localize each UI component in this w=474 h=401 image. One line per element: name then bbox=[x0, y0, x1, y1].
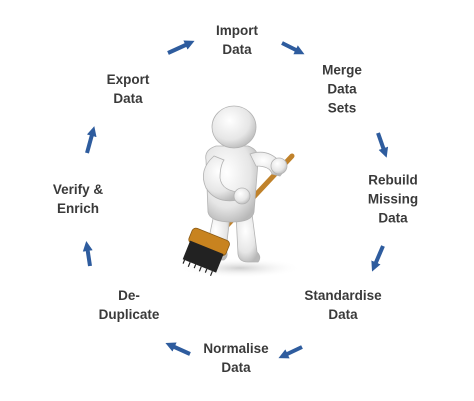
arrow-export-to-import bbox=[167, 40, 195, 55]
arrow-import-to-merge bbox=[281, 41, 305, 55]
arrow-standardise-to-normalise bbox=[278, 345, 303, 359]
step-rebuild-missing-data: Rebuild Missing Data bbox=[367, 172, 419, 226]
step-normalise-data: Normalise Data bbox=[203, 341, 269, 375]
step-de-duplicate: De- Duplicate bbox=[98, 288, 160, 322]
step-export-data: Export Data bbox=[106, 72, 150, 106]
step-import-data: Import Data bbox=[216, 23, 258, 57]
arrow-merge-to-rebuild bbox=[376, 132, 389, 158]
arrow-deduplicate-to-verify bbox=[82, 241, 93, 267]
step-verify-enrich: Verify & Enrich bbox=[52, 182, 104, 216]
step-merge-data-sets: Merge Data Sets bbox=[322, 62, 362, 116]
arrow-normalise-to-deduplicate bbox=[165, 342, 191, 356]
arrow-verify-to-export bbox=[85, 126, 97, 154]
arrow-rebuild-to-standardise bbox=[371, 245, 385, 272]
step-standardise-data: Standardise Data bbox=[304, 288, 382, 322]
